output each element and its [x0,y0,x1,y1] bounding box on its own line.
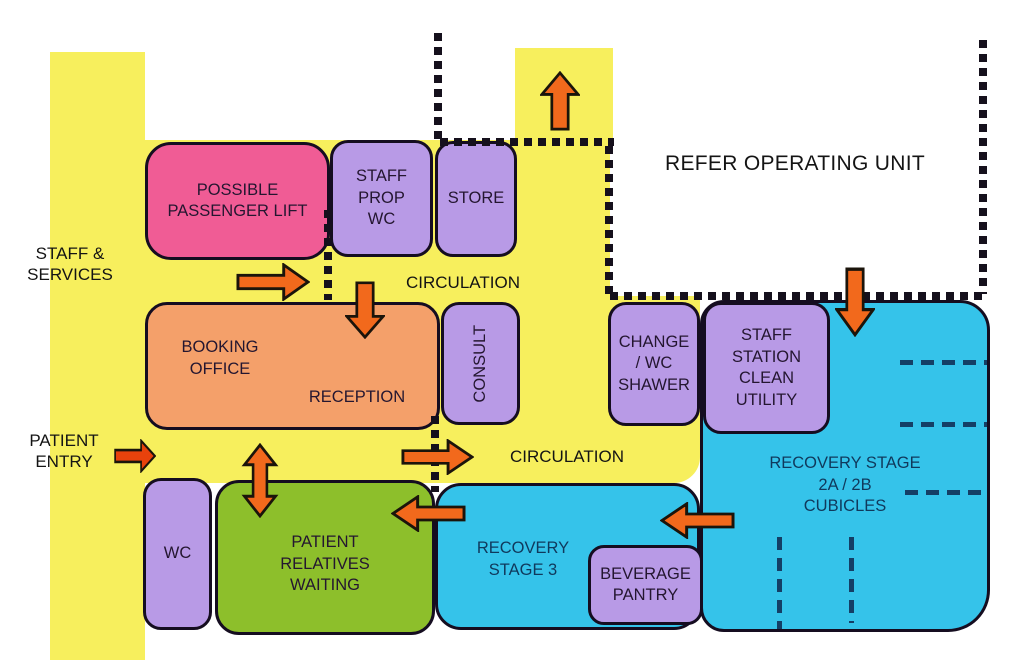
dotted-boundary-segment [610,292,982,300]
staff-services-label: STAFF & SERVICES [27,244,113,284]
dotted-boundary-segment [440,138,614,146]
dotted-boundary-segment [605,146,613,296]
cubicle-divider [777,537,782,629]
room-label-line: PROP [358,188,405,207]
room-label-line: STORE [447,189,505,208]
arrow-updown-waiting-icon [241,443,279,518]
cubicle-divider [900,422,987,427]
room-wc: WC [143,478,212,630]
room-label-line: / WC [635,354,673,373]
room-label-line: CHANGE [618,332,690,351]
room-staff-prop-wc: STAFF PROP WC [330,140,433,257]
room-label-line: STATION [731,347,802,366]
arrow-right-circulation-icon [401,439,474,475]
room-label-line: CUBICLES [803,497,887,515]
arrow-right-staff-corridor-icon [236,263,310,301]
circulation-bottom-label: CIRCULATION [510,447,624,466]
booking-office-label: BOOKING OFFICE [181,338,259,378]
room-label-line: STAFF [740,326,793,344]
room-label-line: CLEAN [738,369,795,387]
room-label-line: 2A / 2B [818,475,872,494]
room-label-line: SHAWER [618,375,690,394]
room-staff-station-clean-utility: STAFF STATION CLEAN UTILITY [703,302,830,434]
circulation-top-label: CIRCULATION [406,273,520,292]
room-patient-relatives-waiting: PATIENT RELATIVES WAITING [215,480,435,635]
arrow-left-to-recovery3-icon [660,502,735,539]
arrow-up-to-operating-unit-icon [540,71,580,131]
refer-operating-unit-label: REFER OPERATING UNIT [665,152,925,175]
consult-label: CONSULT [470,324,489,403]
cubicle-divider [905,490,987,495]
room-consult: CONSULT [441,302,520,425]
dotted-divider-lift [324,210,332,300]
room-label-line: POSSIBLE [196,180,279,199]
room-label-line: UTILITY [735,390,798,409]
arrow-down-to-recovery-icon [835,267,875,337]
arrow-right-patient-entry-icon [114,439,156,473]
dotted-boundary-segment [979,40,987,294]
room-label-line: WAITING [290,576,360,595]
room-change-wc-shawer: CHANGE / WC SHAWER [608,302,700,426]
reception-label: RECEPTION [308,388,406,406]
arrow-left-to-waiting-icon [391,495,466,532]
cubicle-divider [900,360,987,365]
room-label-line: WC [163,544,192,563]
room-label-line: WC [367,210,396,229]
arrow-down-to-reception-icon [345,281,385,339]
room-booking-office-reception: BOOKING OFFICE RECEPTION [145,302,440,430]
room-label-line: PASSENGER LIFT [167,202,308,220]
room-store: STORE [435,141,517,257]
room-label-line: RECOVERY STAGE [769,454,921,472]
dotted-boundary-segment [434,33,442,141]
room-possible-passenger-lift: POSSIBLE PASSENGER LIFT [145,142,330,260]
cubicle-divider [849,537,854,623]
recovery-3-label: RECOVERY STAGE 3 [476,539,570,579]
room-label-line: RELATIVES [280,554,370,573]
room-label-line: STAFF [355,167,408,186]
room-label-line: BEVERAGE [600,564,691,583]
room-label-line: PANTRY [612,586,679,604]
room-label-line: PATIENT [291,533,359,552]
room-beverage-pantry: BEVERAGE PANTRY [588,545,703,625]
patient-entry-label: PATIENT ENTRY [29,431,99,471]
corridor-left-staff-services [50,52,145,660]
